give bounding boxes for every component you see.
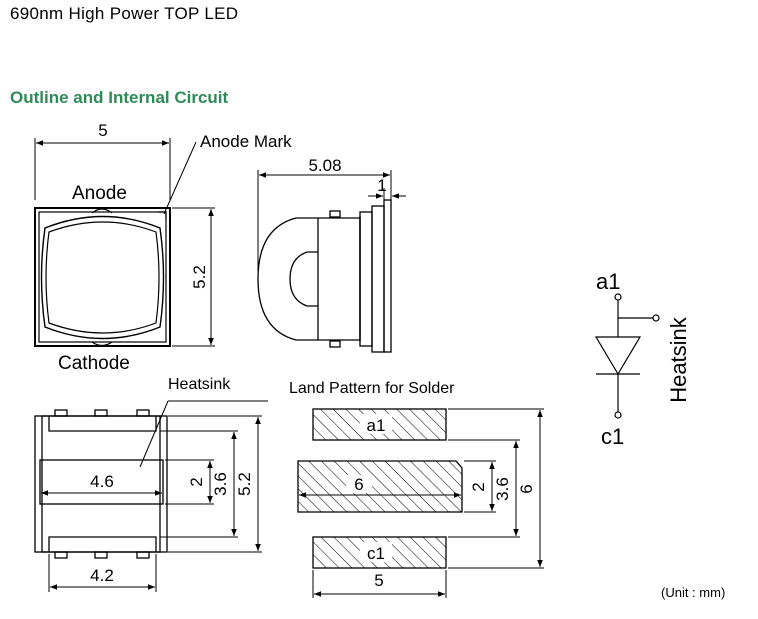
dim-thickness-label: 1 (377, 176, 386, 195)
land-mid-width-label: 6 (354, 475, 363, 494)
heatsink-leader (139, 400, 169, 468)
unit-note: (Unit : mm) (661, 585, 726, 600)
dim-pad-label: 4.6 (90, 472, 114, 491)
dim-height-52 (172, 207, 215, 347)
circuit-c1-label: c1 (601, 424, 624, 449)
dim-land-5 (312, 570, 447, 598)
anode-mark-label: Anode Mark (200, 132, 292, 151)
dim-land-2: 2 (469, 482, 488, 491)
circuit-heatsink-label: Heatsink (666, 316, 691, 403)
dim-length-label: 5.08 (308, 156, 341, 175)
dim-bottom-label: 4.2 (90, 566, 114, 585)
cathode-label: Cathode (58, 353, 130, 374)
internal-circuit (594, 293, 660, 419)
land-pattern (297, 408, 463, 569)
dim-width-label: 5 (98, 121, 107, 140)
bottom-view (34, 409, 168, 559)
dim-width-5 (34, 138, 171, 200)
anode-label: Anode (72, 183, 127, 204)
dim-bottom-right (160, 415, 262, 553)
dim-bottom-2: 2 (187, 477, 206, 486)
diode-symbol (594, 336, 642, 376)
page-title: 690nm High Power TOP LED (10, 4, 239, 23)
land-pattern-title: Land Pattern for Solder (289, 380, 455, 397)
dim-land-6: 6 (517, 484, 536, 493)
anode-mark-leader (163, 141, 197, 215)
circuit-a1-label: a1 (596, 269, 620, 294)
dim-thickness-1 (368, 188, 406, 205)
dim-bottom-42 (48, 554, 157, 592)
dim-land-36: 3.6 (493, 477, 512, 501)
heatsink-label: Heatsink (168, 376, 231, 393)
dim-height-label: 5.2 (190, 265, 209, 289)
land-c1-label: c1 (367, 544, 385, 563)
dim-land-right (448, 408, 544, 569)
dim-land-total-label: 5 (374, 571, 383, 590)
side-view (257, 199, 392, 353)
dim-bottom-52: 5.2 (235, 472, 254, 496)
section-heading: Outline and Internal Circuit (10, 88, 229, 107)
dim-length-508 (257, 170, 392, 276)
dim-bottom-36: 3.6 (211, 472, 230, 496)
top-view (34, 207, 171, 347)
land-a1-label: a1 (367, 416, 386, 435)
